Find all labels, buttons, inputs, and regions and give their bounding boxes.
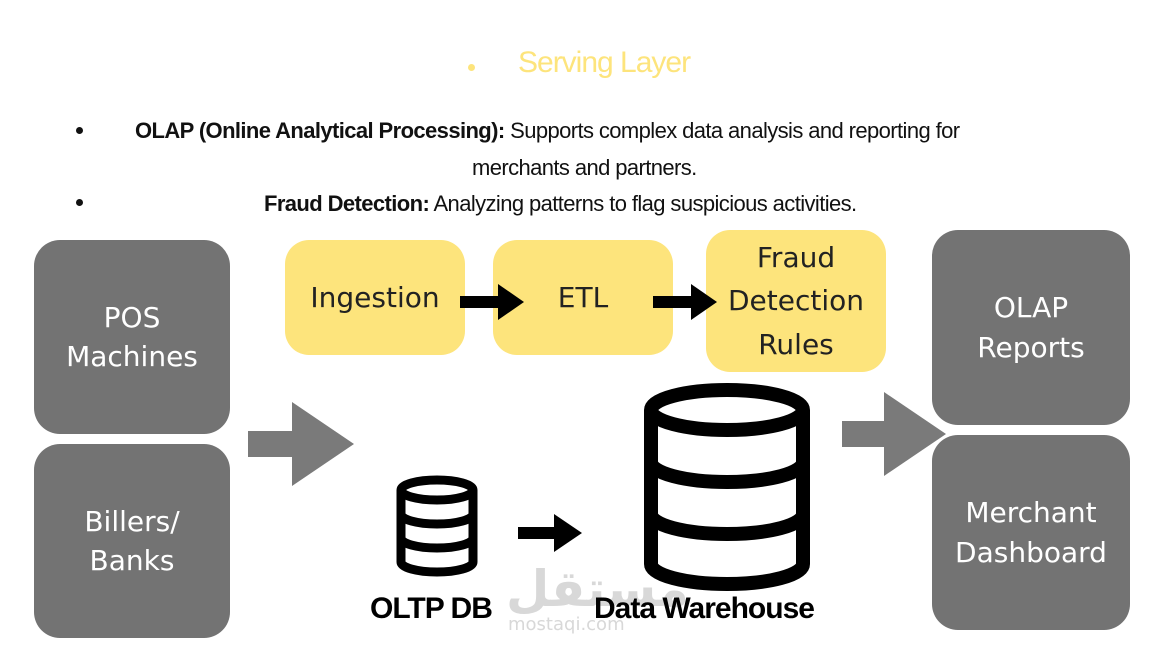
olap-bullet-text: Supports complex data analysis and repor… bbox=[504, 118, 960, 143]
arrow-right-icon bbox=[460, 284, 524, 320]
ingestion-box: Ingestion bbox=[285, 240, 465, 355]
merchant-line2: Dashboard bbox=[955, 535, 1107, 569]
olap-bullet-line1: OLAP (Online Analytical Processing): Sup… bbox=[135, 118, 960, 144]
ingestion-label: Ingestion bbox=[310, 280, 440, 314]
fraud-line2: Detection bbox=[727, 284, 865, 318]
olap-reports-box: OLAP Reports bbox=[932, 230, 1130, 425]
fraud-line1: Fraud bbox=[756, 240, 836, 274]
fraud-bullet-term: Fraud Detection: bbox=[264, 191, 430, 216]
olap-line2: Reports bbox=[977, 330, 1085, 364]
section-heading: Serving Layer bbox=[518, 46, 691, 79]
pos-line1: POS bbox=[103, 300, 161, 334]
heading-bullet bbox=[468, 64, 475, 71]
pos-line2: Machines bbox=[66, 340, 198, 373]
pos-machines-box: POS Machines bbox=[34, 240, 230, 434]
fraud-line3: Rules bbox=[758, 327, 834, 361]
fraud-bullet-line: Fraud Detection: Analyzing patterns to f… bbox=[264, 191, 857, 217]
etl-box: ETL bbox=[493, 240, 673, 355]
arrow-right-icon bbox=[248, 402, 354, 486]
arrow-right-icon bbox=[518, 514, 582, 552]
olap-bullet-line2: merchants and partners. bbox=[472, 155, 697, 180]
data-warehouse-label: Data Warehouse bbox=[594, 592, 815, 625]
arrow-right-icon bbox=[842, 392, 946, 476]
database-icon bbox=[644, 383, 810, 591]
watermark-latin: mostaqi.com bbox=[508, 614, 625, 635]
watermark-arabic: مستقل bbox=[506, 560, 689, 618]
merchant-line1: Merchant bbox=[965, 496, 1097, 530]
olap-bullet-term: OLAP (Online Analytical Processing): bbox=[135, 118, 505, 143]
olap-line1: OLAP bbox=[993, 291, 1069, 325]
billers-line1: Billers/ bbox=[84, 504, 180, 538]
database-icon bbox=[396, 475, 478, 577]
etl-label: ETL bbox=[557, 280, 609, 314]
billers-banks-box: Billers/Banks bbox=[34, 444, 230, 638]
bullet-dot-1 bbox=[76, 127, 83, 134]
billers-line2: Banks bbox=[89, 544, 175, 577]
fraud-bullet-text: Analyzing patterns to flag suspicious ac… bbox=[429, 191, 857, 216]
bullet-dot-2 bbox=[76, 199, 83, 206]
arrow-right-icon bbox=[653, 284, 717, 320]
oltp-db-label: OLTP DB bbox=[370, 592, 493, 625]
